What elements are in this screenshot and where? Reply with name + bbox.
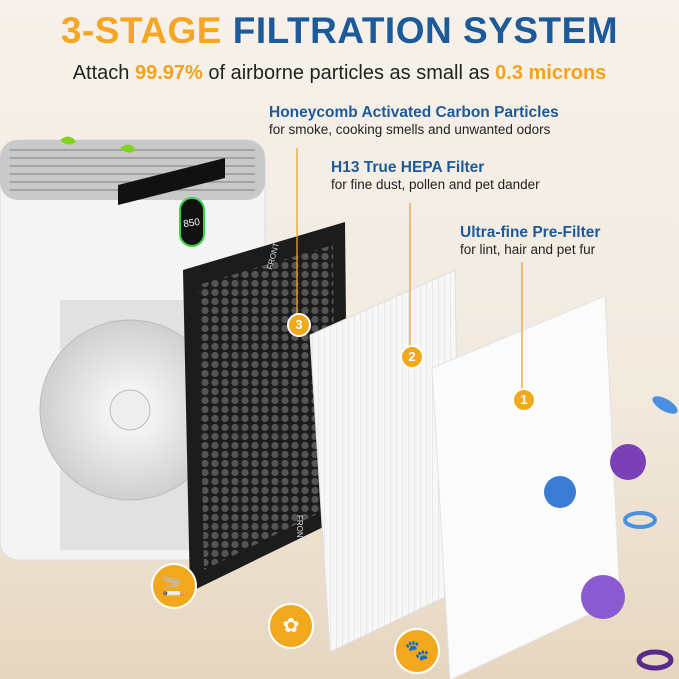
page-title: 3-STAGE FILTRATION SYSTEM [0, 10, 679, 52]
virus-icon [610, 444, 646, 480]
subtitle-percent: 99.97% [134, 62, 203, 84]
subtitle-size: 0.3 microns [495, 62, 607, 84]
cigarette-smoke-icon: 🚬 [151, 563, 197, 609]
stage-name: Honeycomb Activated Carbon Particles [269, 104, 559, 121]
display-reading: 850 [183, 217, 201, 230]
stage-1-badge: 1 [512, 388, 536, 412]
pollen-icon: ✿ [268, 603, 314, 649]
stage-description: for smoke, cooking smells and unwanted o… [269, 122, 551, 137]
stage-description: for fine dust, pollen and pet dander [331, 177, 540, 192]
virus-icon [544, 476, 576, 508]
stage-3-badge: 3 [287, 313, 311, 337]
stage-2-badge: 2 [400, 345, 424, 369]
stage-3-label: Honeycomb Activated Carbon Particles for… [269, 104, 559, 137]
stage-name: H13 True HEPA Filter [331, 159, 485, 176]
bacteria-icon [636, 649, 674, 671]
particles [544, 396, 678, 671]
stage-description: for lint, hair and pet fur [460, 242, 596, 257]
bacteria-icon [623, 511, 657, 529]
pet-hair-icon: 🐾 [394, 628, 440, 674]
title-orange: 3-STAGE [60, 10, 222, 51]
stage-name: Ultra-fine Pre-Filter [460, 224, 601, 241]
title-blue: FILTRATION SYSTEM [232, 10, 619, 51]
control-panel [118, 158, 225, 205]
air-purifier: 850 [0, 136, 266, 561]
leaf-icon [60, 136, 76, 145]
pre-filter [431, 295, 621, 679]
subtitle: Attach 99.97% of airborne particles as s… [0, 62, 679, 85]
filter-print-bottom: FRONT [295, 515, 304, 543]
bacteria-icon [652, 396, 678, 414]
display [179, 197, 205, 247]
subtitle-prefix: Attach [72, 62, 135, 84]
stage-2-label: H13 True HEPA Filter for fine dust, poll… [331, 159, 540, 192]
leaf-icon [120, 144, 136, 153]
stage-1-label: Ultra-fine Pre-Filter for lint, hair and… [460, 224, 600, 257]
subtitle-middle: of airborne particles as small as [202, 62, 496, 84]
virus-icon [581, 575, 625, 619]
